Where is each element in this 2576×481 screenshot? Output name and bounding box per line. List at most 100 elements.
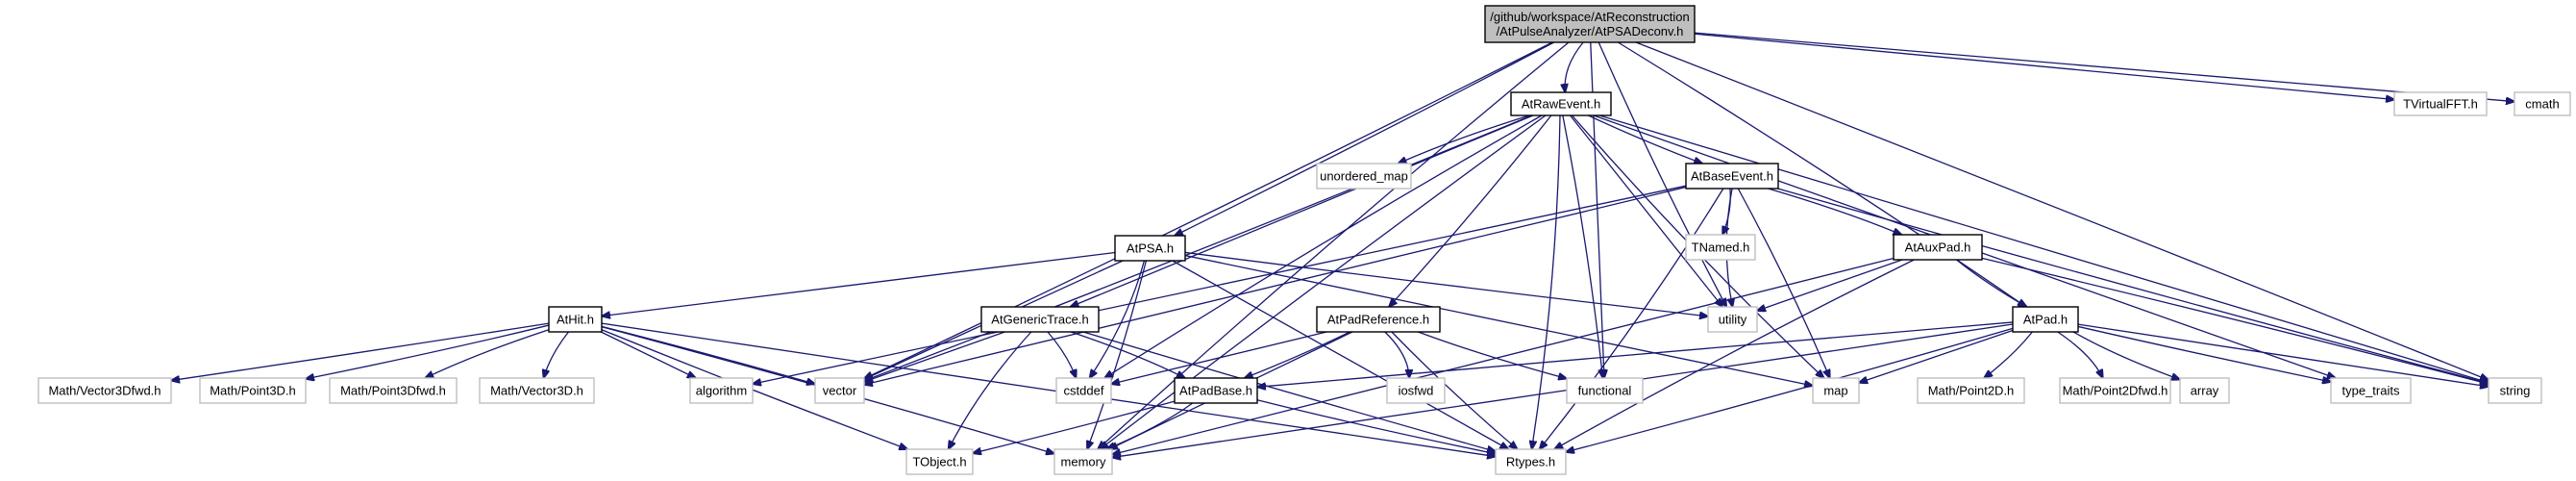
node-box	[1510, 91, 1612, 116]
edge-AtPadBase-to-Rtypes	[1256, 399, 1496, 454]
edge-AtPSA-to-cstddef	[1090, 260, 1146, 378]
node-box	[980, 306, 1100, 333]
node-box	[199, 377, 307, 404]
edge-AtHit-to-algorithm	[600, 331, 696, 378]
edge-AtPadReference-to-AtPadBase	[1245, 331, 1350, 378]
edge-AtHit-to-MathVector3D	[544, 331, 569, 378]
edge-AtBaseEvent-to-algorithm	[753, 185, 1687, 384]
node-label: /github/workspace/AtReconstruction	[1490, 10, 1689, 24]
node-box	[1893, 234, 1983, 261]
edge-AtRawEvent-to-AtBaseEvent	[1588, 114, 1702, 164]
edge-AtPSA-to-Rtypes	[1172, 260, 1509, 449]
node-AtGenericTrace[interactable]: AtGenericTrace.h	[980, 306, 1100, 333]
edge-AtAuxPad-to-utility	[1757, 259, 1903, 311]
edge-AtPad-to-MathPoint2D	[1984, 331, 2033, 378]
node-Rtypes: Rtypes.h	[1495, 448, 1567, 475]
node-box	[1812, 377, 1860, 404]
node-box	[2179, 377, 2230, 404]
edge-AtPadReference-to-iosfwd	[1384, 331, 1409, 378]
node-box	[2488, 377, 2542, 404]
node-label: Math/Vector3Dfwd.h	[48, 384, 161, 398]
edge-AtPadReference-to-cstddef	[1111, 331, 1327, 384]
node-AtHit[interactable]: AtHit.h	[548, 306, 603, 333]
node-AtAuxPad[interactable]: AtAuxPad.h	[1893, 234, 1983, 261]
node-box	[1685, 163, 1779, 190]
edge-AtPad-to-AtPadBase	[1257, 321, 2014, 387]
edge-AtPSA-to-memory	[1087, 260, 1148, 449]
edge-root-to-AtPSA	[1175, 41, 1554, 236]
node-label: utility	[1719, 313, 1747, 327]
edge-AtGenericTrace-to-Rtypes	[1082, 331, 1496, 451]
edge-root-to-TVirtualFFT	[1694, 33, 2394, 99]
node-utility: utility	[1707, 306, 1758, 333]
node-box	[1174, 377, 1258, 404]
node-label: AtPadReference.h	[1327, 313, 1429, 327]
node-box	[2393, 91, 2488, 116]
node-label: TObject.h	[912, 455, 966, 469]
node-AtPad[interactable]: AtPad.h	[2012, 306, 2079, 333]
edge-AtAuxPad-to-string	[1981, 257, 2489, 384]
edge-AtRawEvent-to-AtPadReference	[1389, 114, 1552, 307]
node-MathPoint3D: Math/Point3D.h	[199, 377, 307, 404]
node-AtPadReference[interactable]: AtPadReference.h	[1316, 306, 1441, 333]
node-label: vector	[823, 384, 857, 398]
edge-AtPadReference-to-functional	[1418, 331, 1567, 379]
edge-AtGenericTrace-to-AtPadBase	[1070, 331, 1185, 378]
node-box	[1114, 235, 1186, 262]
edge-AtPad-to-memory	[1112, 323, 2014, 458]
edge-AtPadBase-to-TObject	[973, 400, 1176, 453]
node-cmath: cmath	[2514, 91, 2571, 116]
node-label: TVirtualFFT.h	[2403, 97, 2478, 112]
node-label: unordered_map	[1320, 169, 1408, 184]
edge-root-to-string	[1635, 41, 2489, 380]
edge-root-to-AtPad	[1618, 41, 2026, 307]
node-box	[905, 448, 974, 475]
node-AtRawEvent[interactable]: AtRawEvent.h	[1510, 91, 1612, 116]
node-box	[1685, 234, 1756, 261]
edge-AtPad-to-Rtypes	[1566, 327, 2014, 452]
edge-AtRawEvent-to-unordered_map	[1399, 114, 1530, 164]
node-box	[329, 377, 458, 404]
edge-AtRawEvent-to-AtGenericTrace	[1070, 114, 1534, 307]
edge-AtAuxPad-to-memory	[1112, 257, 1895, 455]
node-box	[1917, 377, 2025, 404]
node-root[interactable]: /github/workspace/AtReconstruction/AtPul…	[1484, 5, 1696, 43]
edge-AtPad-to-string	[2077, 323, 2489, 387]
node-AtBaseEvent[interactable]: AtBaseEvent.h	[1685, 163, 1779, 190]
node-TObject: TObject.h	[905, 448, 974, 475]
node-label: algorithm	[696, 384, 747, 398]
edge-AtBaseEvent-to-TNamed	[1722, 188, 1731, 235]
node-label: AtBaseEvent.h	[1691, 169, 1773, 184]
edge-AtRawEvent-to-utility	[1570, 114, 1723, 307]
node-label: AtPSA.h	[1127, 241, 1174, 256]
edge-AtGenericTrace-to-TObject	[949, 331, 1032, 449]
node-MathPoint2D: Math/Point2D.h	[1917, 377, 2025, 404]
edge-AtRawEvent-to-Rtypes	[1532, 114, 1561, 449]
node-label: AtHit.h	[557, 313, 594, 327]
node-label: AtAuxPad.h	[1905, 240, 1971, 255]
node-box	[1055, 377, 1112, 404]
node-label: TNamed.h	[1692, 240, 1750, 255]
node-label: Math/Point3D.h	[210, 384, 296, 398]
node-label: Math/Point2D.h	[1928, 384, 2015, 398]
node-label: string	[2500, 384, 2531, 398]
node-label: Math/Point2Dfwd.h	[2063, 384, 2168, 398]
node-label: AtGenericTrace.h	[991, 313, 1088, 327]
node-AtPSA[interactable]: AtPSA.h	[1114, 235, 1186, 262]
node-vector: vector	[814, 377, 865, 404]
node-label: cmath	[2525, 97, 2559, 112]
node-box	[814, 377, 865, 404]
node-unordered_map: unordered_map	[1316, 163, 1412, 190]
edge-AtBaseEvent-to-vector	[864, 186, 1687, 385]
edge-AtHit-to-MathPoint3D	[306, 324, 550, 379]
node-box	[479, 377, 595, 404]
edge-AtPadReference-to-Rtypes	[1391, 331, 1518, 449]
node-AtPadBase[interactable]: AtPadBase.h	[1174, 377, 1258, 404]
node-box	[2330, 377, 2412, 404]
node-label: functional	[1578, 384, 1632, 398]
node-box	[1495, 448, 1567, 475]
edge-root-to-vector	[864, 41, 1553, 379]
edge-AtPSA-to-AtHit	[602, 251, 1116, 316]
node-string: string	[2488, 377, 2542, 404]
